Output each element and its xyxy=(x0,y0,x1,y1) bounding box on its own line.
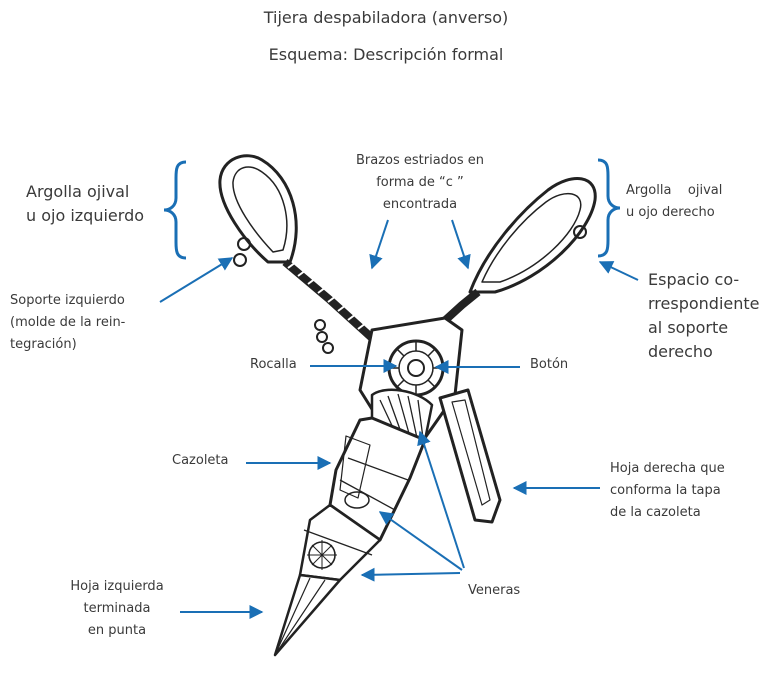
arrow-veneras-3 xyxy=(362,573,460,575)
label-rocalla: Rocalla xyxy=(250,354,297,376)
label-soporte-izquierdo: Soporte izquierdo(molde de la rein-tegra… xyxy=(10,290,125,356)
label-boton: Botón xyxy=(530,354,568,376)
arrow-brazos-left xyxy=(372,220,388,268)
right-blade xyxy=(440,390,500,522)
arrow-soporte-izq xyxy=(160,258,232,302)
left-brace xyxy=(164,162,186,258)
label-cazoleta: Cazoleta xyxy=(172,450,229,472)
label-veneras: Veneras xyxy=(468,580,520,602)
arrow-espacio xyxy=(600,262,638,280)
scissors-illustration xyxy=(220,156,595,655)
left-blade-point xyxy=(275,575,340,655)
arrow-brazos-right xyxy=(452,220,468,268)
left-arm xyxy=(285,262,372,338)
right-brace xyxy=(598,160,620,256)
